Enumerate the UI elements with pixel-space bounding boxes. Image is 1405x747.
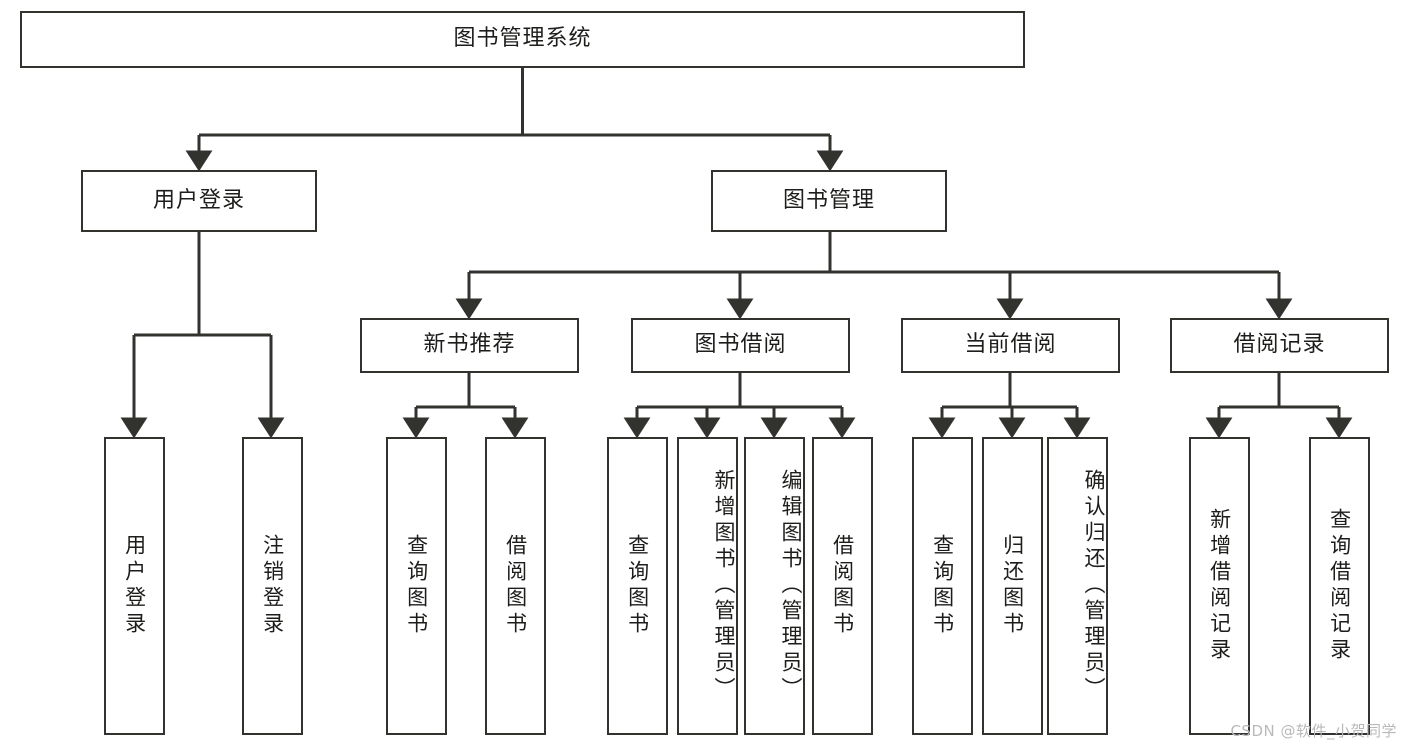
node-root[interactable]: 图书管理系统 [20, 11, 1025, 68]
node-leaf-8[interactable]: 查询图书 [912, 437, 973, 735]
node-leaf-9[interactable]: 归还图书 [982, 437, 1043, 735]
node-level2-2[interactable]: 当前借阅 [901, 318, 1120, 373]
node-level2-3[interactable]: 借阅记录 [1170, 318, 1389, 373]
node-level2-1[interactable]: 图书借阅 [631, 318, 850, 373]
node-leaf-0[interactable]: 用户登录 [104, 437, 165, 735]
csdn-watermark: CSDN @软件_小贺同学 [1230, 722, 1397, 740]
node-leaf-5[interactable]: 新增图书（管理员） [677, 437, 738, 735]
node-leaf-10[interactable]: 确认归还（管理员） [1047, 437, 1108, 735]
node-leaf-4[interactable]: 查询图书 [607, 437, 668, 735]
node-leaf-1[interactable]: 注销登录 [242, 437, 303, 735]
node-leaf-7[interactable]: 借阅图书 [812, 437, 873, 735]
node-level2-0[interactable]: 新书推荐 [360, 318, 579, 373]
node-level1-1[interactable]: 图书管理 [711, 170, 947, 232]
node-leaf-2[interactable]: 查询图书 [386, 437, 447, 735]
node-leaf-6[interactable]: 编辑图书（管理员） [744, 437, 805, 735]
node-leaf-12[interactable]: 查询借阅记录 [1309, 437, 1370, 735]
node-level1-0[interactable]: 用户登录 [81, 170, 317, 232]
node-leaf-11[interactable]: 新增借阅记录 [1189, 437, 1250, 735]
node-leaf-3[interactable]: 借阅图书 [485, 437, 546, 735]
